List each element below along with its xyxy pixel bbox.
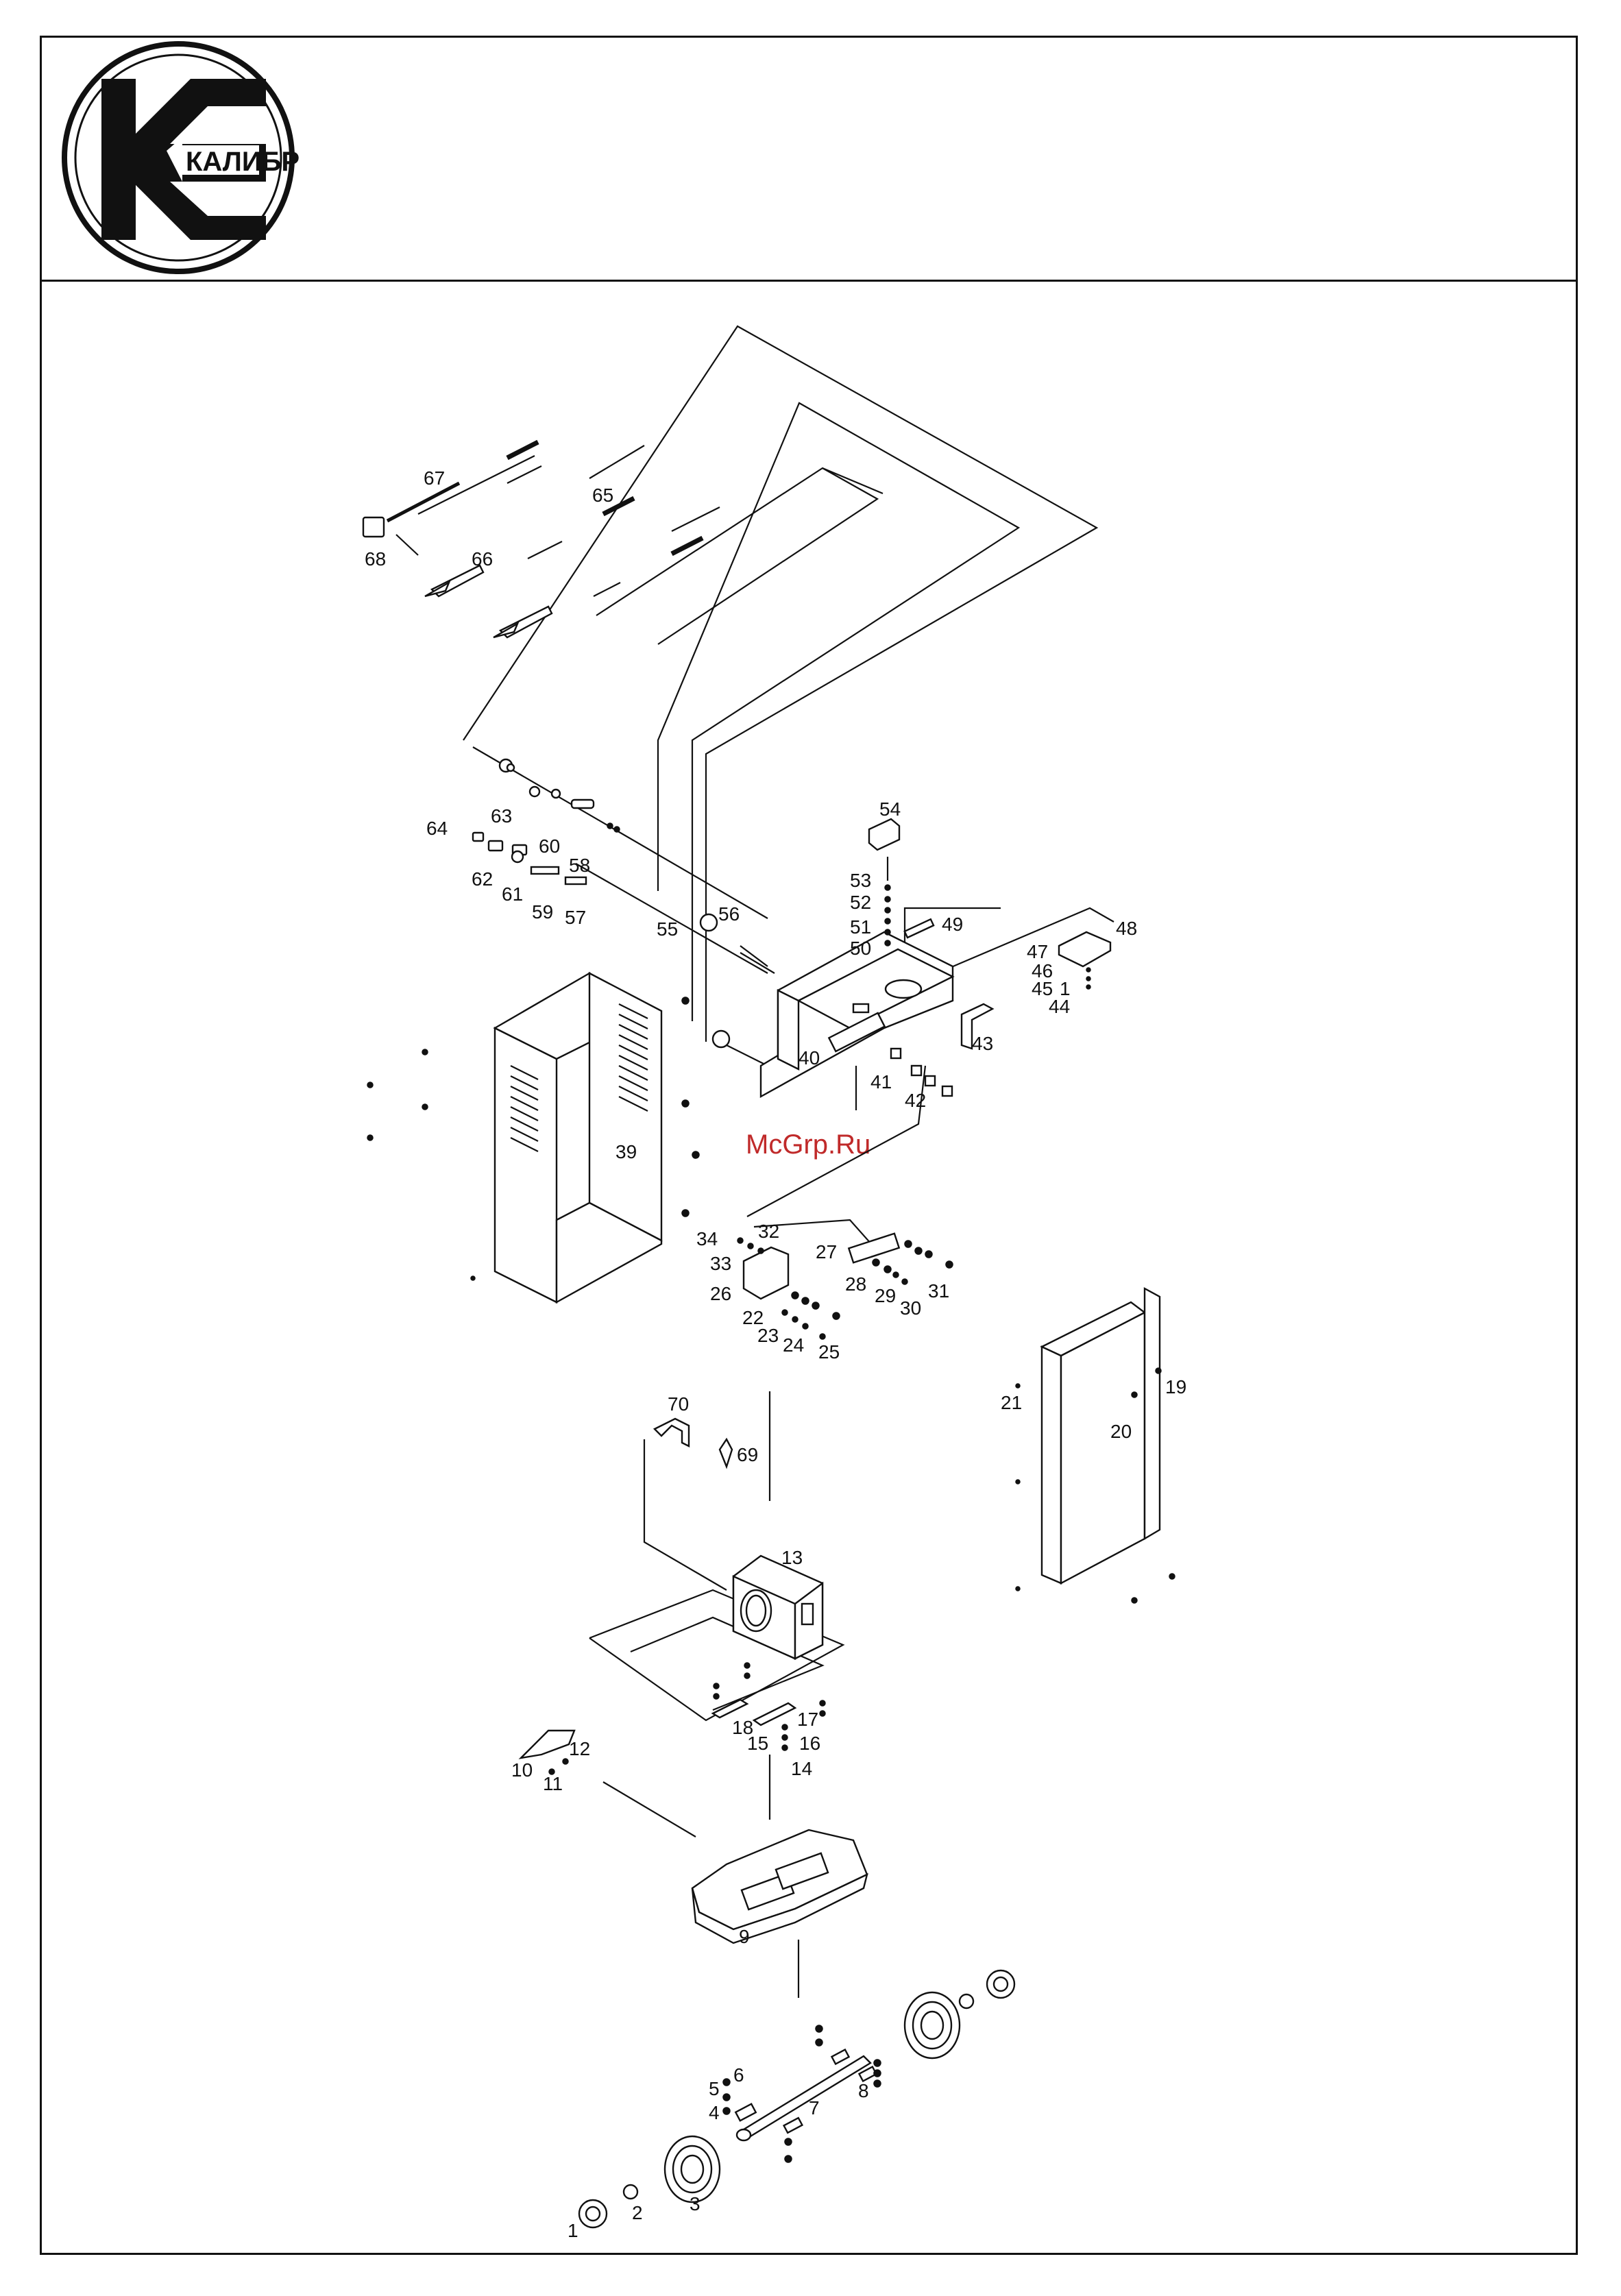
callout-25: 25: [818, 1341, 840, 1363]
callout-2: 2: [632, 2202, 643, 2223]
callout-10: 10: [511, 1759, 533, 1781]
callout-18: 18: [732, 1717, 753, 1738]
callout-6: 6: [733, 2064, 744, 2086]
callout-21: 21: [1001, 1392, 1022, 1413]
callout-31: 31: [928, 1280, 949, 1302]
callout-48: 48: [1116, 918, 1137, 939]
callout-61: 61: [502, 883, 523, 905]
callout-30: 30: [900, 1297, 921, 1319]
callout-26: 26: [710, 1283, 731, 1304]
callout-60: 60: [539, 835, 560, 857]
bracket-parts: [655, 1419, 732, 1467]
callout-51: 51: [850, 916, 871, 938]
callout-3: 3: [690, 2193, 700, 2214]
callout-42: 42: [905, 1090, 926, 1111]
callout-54: 54: [879, 798, 901, 820]
callout-65: 65: [592, 485, 613, 506]
callout-8: 8: [858, 2080, 869, 2101]
callout-7: 7: [809, 2097, 820, 2118]
callout-53: 53: [850, 870, 871, 891]
callout-23: 23: [757, 1325, 779, 1346]
side-panel-39: [367, 973, 699, 1302]
callout-43: 43: [972, 1033, 993, 1054]
callout-57: 57: [565, 907, 586, 928]
callout-29: 29: [875, 1285, 896, 1306]
callout-12: 12: [569, 1738, 590, 1759]
callout-58: 58: [569, 855, 590, 876]
callout-32: 32: [758, 1221, 779, 1242]
callout-40: 40: [799, 1047, 820, 1068]
callout-4: 4: [709, 2102, 720, 2123]
callout-70: 70: [668, 1393, 689, 1415]
wheel-assembly: [579, 1970, 1014, 2227]
callout-41: 41: [870, 1071, 892, 1092]
callout-69: 69: [737, 1444, 758, 1465]
callout-16: 16: [799, 1733, 820, 1754]
callout-1: 1: [568, 2220, 578, 2241]
callout-28: 28: [845, 1273, 866, 1295]
callout-55: 55: [657, 918, 678, 940]
callout-47: 47: [1027, 941, 1048, 962]
side-panel-20: [1016, 1289, 1175, 1603]
callout-39: 39: [616, 1141, 637, 1162]
callout-63: 63: [491, 805, 512, 827]
callout-49: 49: [942, 914, 963, 935]
callout-64: 64: [426, 818, 448, 839]
callout-24: 24: [783, 1334, 804, 1356]
callout-50: 50: [850, 938, 871, 959]
callout-33: 33: [710, 1253, 731, 1274]
callout-56: 56: [718, 903, 740, 925]
callout-67: 67: [424, 467, 445, 489]
callout-66: 66: [472, 548, 493, 570]
callout-59: 59: [532, 901, 553, 923]
callout-34: 34: [696, 1228, 718, 1249]
callout-5: 5: [709, 2078, 720, 2099]
callout-52: 52: [850, 892, 871, 913]
cable-assembly-parts: [363, 442, 703, 637]
base-tray-9: [692, 1830, 867, 1943]
callout-17: 17: [797, 1709, 818, 1730]
callout-14: 14: [791, 1758, 812, 1779]
callout-11: 11: [543, 1773, 563, 1794]
callout-13: 13: [781, 1547, 803, 1568]
callout-20: 20: [1110, 1421, 1132, 1442]
transformer-13: [733, 1556, 822, 1659]
callout-46: 46: [1032, 960, 1053, 981]
callout-68: 68: [365, 548, 386, 570]
callout-19: 19: [1165, 1376, 1186, 1397]
callout-1b: 1: [1060, 978, 1071, 999]
callout-62: 62: [472, 868, 493, 890]
callout-9: 9: [739, 1926, 750, 1947]
callout-27: 27: [816, 1241, 837, 1262]
